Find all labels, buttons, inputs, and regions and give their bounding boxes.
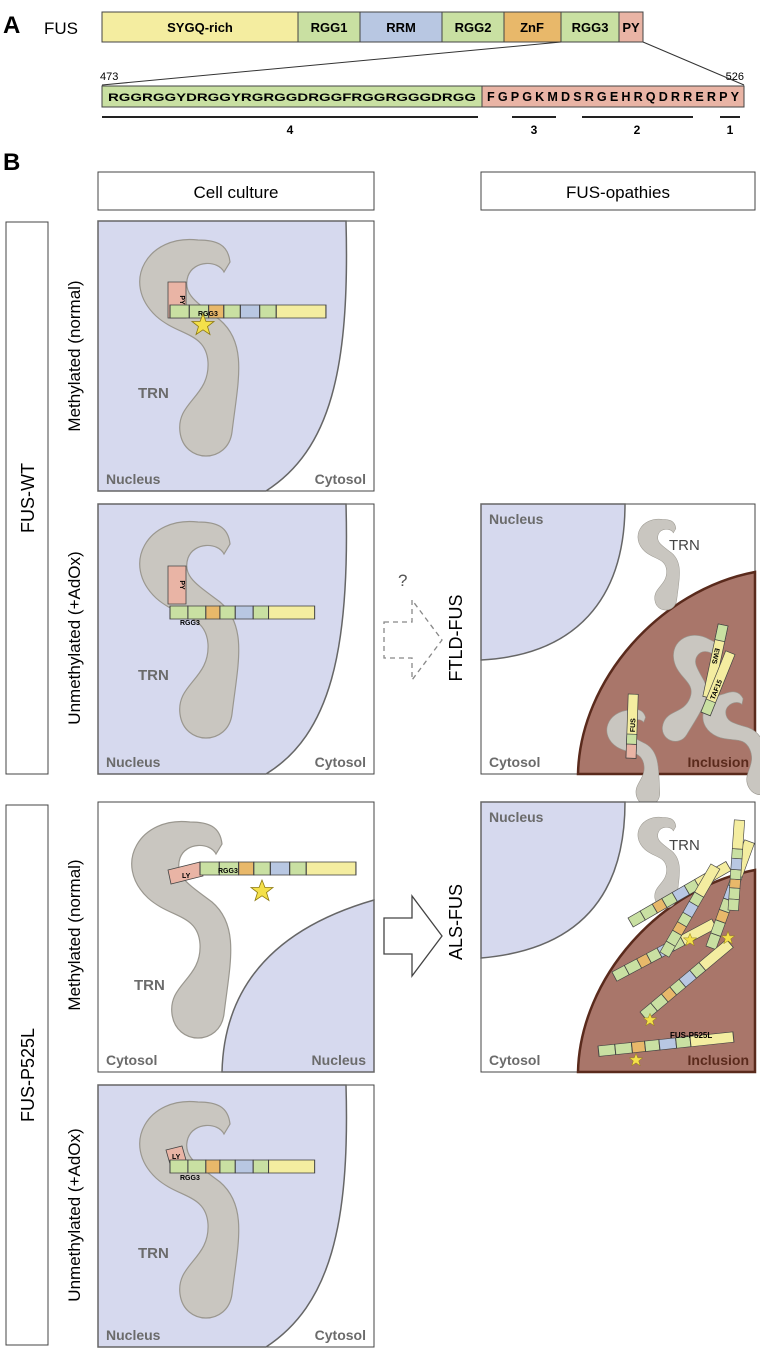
- py-label: PY: [178, 295, 185, 305]
- ly-label: LY: [172, 1154, 181, 1161]
- group-fus-wt-box: [5, 221, 49, 775]
- py-label: PY: [178, 580, 185, 590]
- fus-protein-label: FUS: [44, 19, 78, 38]
- zoom-line-left: [101, 41, 562, 86]
- rgg3-label: RGG3: [218, 868, 238, 875]
- col-header-fusopathies: FUS-opathies: [566, 183, 670, 202]
- ews-label: EWS: [710, 647, 720, 664]
- nucleus-label: Nucleus: [106, 471, 161, 487]
- ly-label: LY: [182, 873, 191, 880]
- fus-protein-bar: [169, 605, 316, 620]
- disease-label-ftld: FTLD-FUS: [446, 595, 466, 682]
- cytosol-label: Cytosol: [315, 754, 366, 770]
- cell-wt-unmethylated: PY RGG3 TRN Nucleus Cytosol: [97, 503, 375, 775]
- nucleus-region: [221, 899, 375, 1073]
- py-sequence-box: [481, 85, 745, 108]
- ews-protein: EWS: [702, 623, 729, 699]
- fus-protein-bar: [169, 1159, 316, 1174]
- trn-label: TRN: [138, 1245, 169, 1262]
- panel-b-headers: B Cell culture FUS-opathies FUS-WT FUS-P…: [3, 149, 756, 1346]
- group-fus-p525l: FUS-P525L: [18, 1028, 38, 1122]
- domain-rrm-label: RRM: [386, 20, 416, 35]
- fus-domain-bar: SYGQ-rich RGG1 RRM RGG2 ZnF RGG3 PY: [101, 11, 644, 43]
- dashed-question-arrow: ?: [383, 571, 443, 682]
- panel-a: A FUS SYGQ-rich RGG1 RRM RGG2 ZnF RGG3 P…: [3, 11, 745, 137]
- segment-label-1: 1: [727, 123, 734, 137]
- rgg3-label: RGG3: [180, 620, 200, 627]
- fus-label: FUS: [630, 718, 637, 733]
- domain-py: [618, 11, 644, 43]
- start-residue: 473: [100, 71, 118, 83]
- group-fus-wt: FUS-WT: [18, 463, 38, 533]
- cell-als-fus: TRN FUS-P525L Nucleus Cytosol Inclusion: [480, 801, 757, 1074]
- rgg3-label: RGG3: [180, 1175, 200, 1182]
- panel-b-letter: B: [3, 149, 20, 176]
- domain-rgg3: [560, 11, 620, 43]
- domain-sygq: [101, 11, 299, 43]
- cytosol-label: Cytosol: [489, 1052, 540, 1068]
- inclusion-label: Inclusion: [688, 1052, 749, 1068]
- cell-wt-methylated: PY RGG3 TRN Nucleus Cytosol: [97, 220, 375, 492]
- nucleus-label: Nucleus: [489, 511, 544, 527]
- rgg3-sequence: RGGRGGYDRGGYRGRGGDRGGFRGGRGGGDRGG: [108, 92, 476, 104]
- fus-p525l-label: FUS-P525L: [670, 1031, 712, 1040]
- nucleus-label: Nucleus: [489, 809, 544, 825]
- row-label-wt-methylated: Methylated (normal): [65, 280, 84, 431]
- fus-protein: FUS: [625, 693, 639, 759]
- rgg3-label: RGG3: [198, 311, 218, 318]
- ly-motif: [167, 861, 204, 885]
- cell-p525l-methylated: LY RGG3 TRN Cytosol Nucleus: [97, 801, 375, 1073]
- cell-ftld-fus: TRN EWS TAF15 FUS Nucleus Cytosol Inclus…: [480, 503, 760, 811]
- trn-label: TRN: [669, 537, 700, 554]
- domain-py-label: PY: [622, 20, 640, 35]
- trn-label: TRN: [669, 837, 700, 854]
- trn-label: TRN: [134, 977, 165, 994]
- row-label-wt-unmethylated: Unmethylated (+AdOx): [65, 551, 84, 724]
- domain-rgg3-label: RGG3: [572, 20, 609, 35]
- zoom-line-right: [642, 41, 745, 86]
- trn-label: TRN: [138, 667, 169, 684]
- cytosol-label: Cytosol: [315, 471, 366, 487]
- col-header-cell-culture: Cell culture: [193, 183, 278, 202]
- nucleus-label: Nucleus: [106, 754, 161, 770]
- domain-rgg2-label: RGG2: [455, 20, 492, 35]
- segment-label-4: 4: [287, 123, 294, 137]
- inclusion-label: Inclusion: [688, 754, 749, 770]
- row-label-p525l-unmethylated: Unmethylated (+AdOx): [65, 1128, 84, 1301]
- cell-p525l-unmethylated: LY RGG3 TRN Nucleus Cytosol: [97, 1084, 375, 1348]
- py-sequence: FGPGKMDSRGEHRQDRRERPY: [487, 90, 740, 104]
- segment-label-2: 2: [634, 123, 641, 137]
- nucleus-label: Nucleus: [106, 1327, 161, 1343]
- panel-a-letter: A: [3, 12, 20, 39]
- py-motif: [167, 565, 187, 605]
- cytosol-label: Cytosol: [315, 1327, 366, 1343]
- nucleus-label: Nucleus: [312, 1052, 367, 1068]
- fus-protein-bar: [169, 304, 327, 319]
- cytosol-label: Cytosol: [106, 1052, 157, 1068]
- disease-label-als: ALS-FUS: [446, 884, 466, 960]
- segment-label-3: 3: [531, 123, 538, 137]
- col-header-cell-culture-box: [97, 171, 375, 211]
- domain-znf: [503, 11, 562, 43]
- solid-arrow: [383, 894, 443, 978]
- cytosol-label: Cytosol: [489, 754, 540, 770]
- domain-rgg1: [297, 11, 361, 43]
- domain-znf-label: ZnF: [520, 20, 544, 35]
- row-label-p525l-methylated: Methylated (normal): [65, 859, 84, 1010]
- col-header-fusopathies-box: [480, 171, 756, 211]
- trn-label: TRN: [138, 385, 169, 402]
- nucleus-region: [480, 801, 626, 959]
- end-residue: 526: [726, 71, 744, 83]
- domain-rgg1-label: RGG1: [311, 20, 348, 35]
- domain-sygq-label: SYGQ-rich: [167, 20, 233, 35]
- group-fus-p525l-box: [5, 804, 49, 1346]
- domain-rrm: [359, 11, 443, 43]
- nucleus-region: [480, 503, 626, 661]
- question-mark: ?: [398, 571, 407, 590]
